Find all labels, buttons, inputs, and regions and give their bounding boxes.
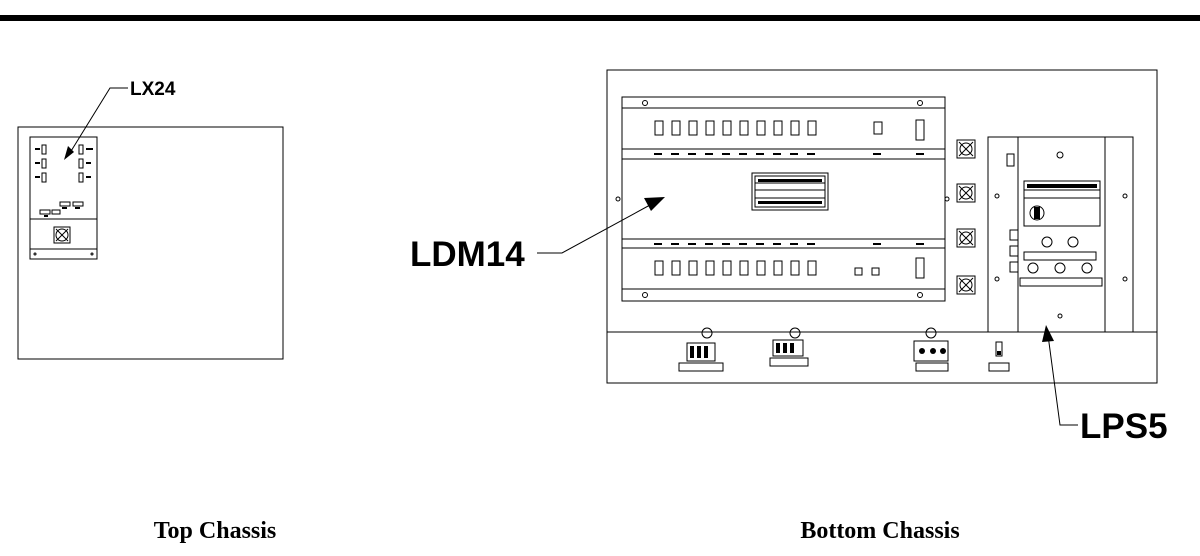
lx24-callout-leader — [67, 87, 128, 157]
ldm14-arrowhead — [644, 197, 665, 211]
lx24-connector — [78, 172, 84, 183]
lps5-label: LPS5 — [1080, 407, 1168, 446]
ldm14-relay-row-top — [654, 119, 925, 141]
switch — [988, 341, 1010, 372]
fan-icon — [956, 228, 976, 248]
terminal-block — [913, 327, 949, 372]
bottom-chassis-caption: Bottom Chassis — [800, 518, 959, 544]
lx24-connector — [39, 209, 51, 215]
lx24-connector — [41, 158, 47, 169]
fan-icon — [956, 275, 976, 295]
lx24-connector — [41, 144, 47, 155]
fan-icon — [53, 226, 71, 244]
fan-icon — [956, 183, 976, 203]
top-fan-plate — [29, 248, 98, 260]
ldm14-label: LDM14 — [410, 235, 525, 274]
ldm14-relay-row-bottom — [654, 257, 925, 279]
fan-icon — [956, 139, 976, 159]
top-rule — [0, 15, 1200, 21]
lx24-connector — [41, 172, 47, 183]
lx24-connector — [78, 158, 84, 169]
lps5-nameplate — [1023, 180, 1101, 227]
lx24-arrowhead — [64, 146, 74, 160]
fan-icon — [55, 228, 69, 242]
top-chassis-caption: Top Chassis — [154, 518, 277, 544]
ldm14-module — [621, 96, 946, 302]
bottom-chassis-outline — [606, 69, 1158, 384]
lx24-connector — [78, 144, 84, 155]
lps5-arrowhead — [1042, 325, 1054, 342]
bottom-chassis — [606, 69, 1158, 384]
lps5-panel — [1017, 136, 1106, 333]
top-chassis-outline — [17, 126, 284, 360]
lps5-callout-leader — [1047, 334, 1078, 426]
ldm14-nameplate — [751, 172, 829, 211]
lx24-connector — [59, 201, 71, 207]
top-chassis — [17, 126, 284, 360]
lx24-label: LX24 — [130, 79, 176, 100]
terminal-block — [769, 327, 809, 367]
lx24-connector — [72, 201, 84, 207]
ldm14-callout-leader — [537, 204, 651, 254]
lx24-connector — [51, 209, 61, 215]
terminal-block — [678, 327, 724, 372]
